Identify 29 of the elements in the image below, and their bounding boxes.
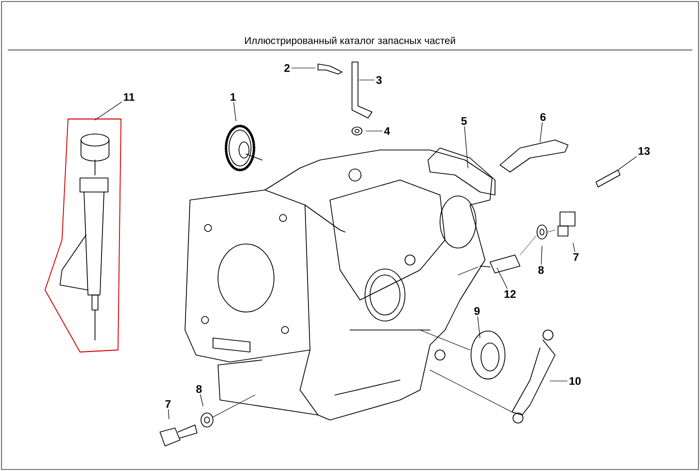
leader-line — [540, 122, 543, 142]
callout-number: 6 — [540, 113, 546, 121]
leader-line — [572, 242, 576, 252]
leader-line — [233, 102, 236, 122]
leader-line — [94, 102, 122, 120]
callout-number: 4 — [384, 127, 390, 135]
catalog-title: Иллюстрированный каталог запасных частей — [245, 36, 456, 46]
leader-line — [496, 268, 508, 289]
leader-line — [550, 380, 568, 382]
callout-number: 2 — [284, 64, 290, 72]
leader-line — [618, 156, 637, 170]
callout-number: 11 — [124, 93, 134, 101]
leader-line — [200, 394, 204, 406]
leader-line — [366, 130, 383, 132]
callout-number: 5 — [461, 117, 467, 125]
leader-line — [168, 409, 170, 420]
leader-line — [477, 316, 480, 338]
callout-number: 7 — [165, 400, 171, 408]
callout-number: 10 — [570, 377, 581, 385]
callout-number: 12 — [504, 290, 516, 298]
callout-number: 8 — [538, 266, 544, 274]
leader-line — [540, 246, 542, 265]
callout-number: 9 — [474, 307, 480, 315]
leader-line — [464, 126, 468, 168]
callout-number: 7 — [573, 253, 579, 261]
callout-number: 13 — [638, 147, 650, 155]
callout-number: 8 — [196, 385, 202, 393]
callout-number: 1 — [230, 93, 236, 101]
callout-number: 3 — [376, 76, 382, 84]
